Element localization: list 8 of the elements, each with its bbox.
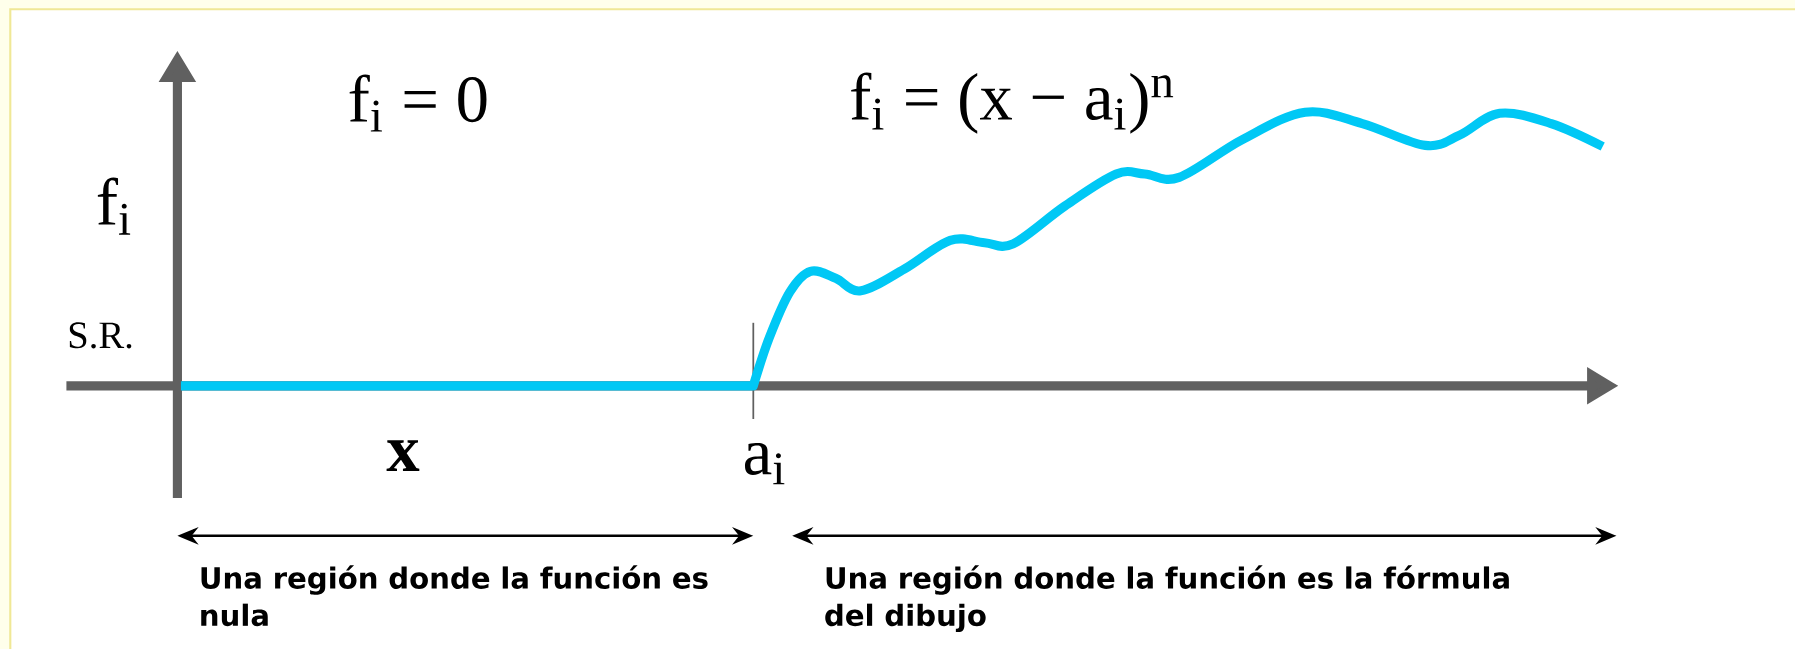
region-text: Una región donde la función es la fórmula del dibujo xyxy=(825,565,1509,633)
tick-label: a$_{i}$ xyxy=(745,442,785,485)
axis-label: S.R. xyxy=(69,322,132,349)
region-text: Una región donde la función es nula xyxy=(201,565,708,627)
formula: f$_{i}$ = (x − a$_{i}$)$^{n}$ xyxy=(851,72,1174,134)
axis-label: x xyxy=(386,440,420,471)
axis-label: f$_{i}$ xyxy=(97,177,131,235)
formula: f$_{i}$ = 0 xyxy=(349,74,487,132)
